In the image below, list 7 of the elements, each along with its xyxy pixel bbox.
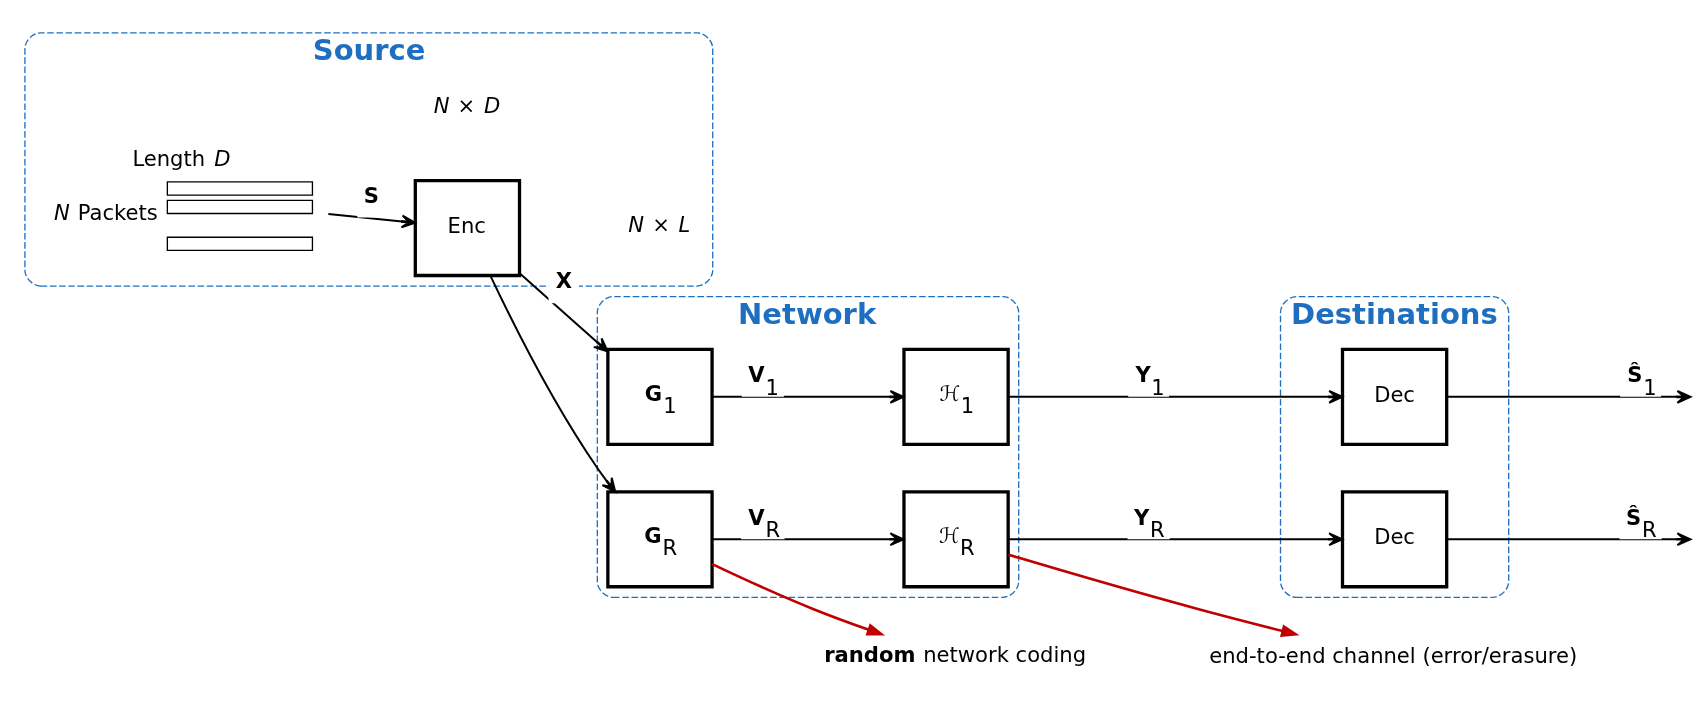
label: N × L — [628, 211, 691, 237]
node-label: Length D — [132, 145, 231, 171]
node-label: N Packets — [53, 199, 158, 225]
node-text: end-to-end channel (error/erasure) — [1209, 643, 1578, 668]
node-text: random network coding — [824, 641, 1087, 667]
edge-label: S — [363, 182, 380, 208]
label: N × D — [433, 93, 501, 119]
